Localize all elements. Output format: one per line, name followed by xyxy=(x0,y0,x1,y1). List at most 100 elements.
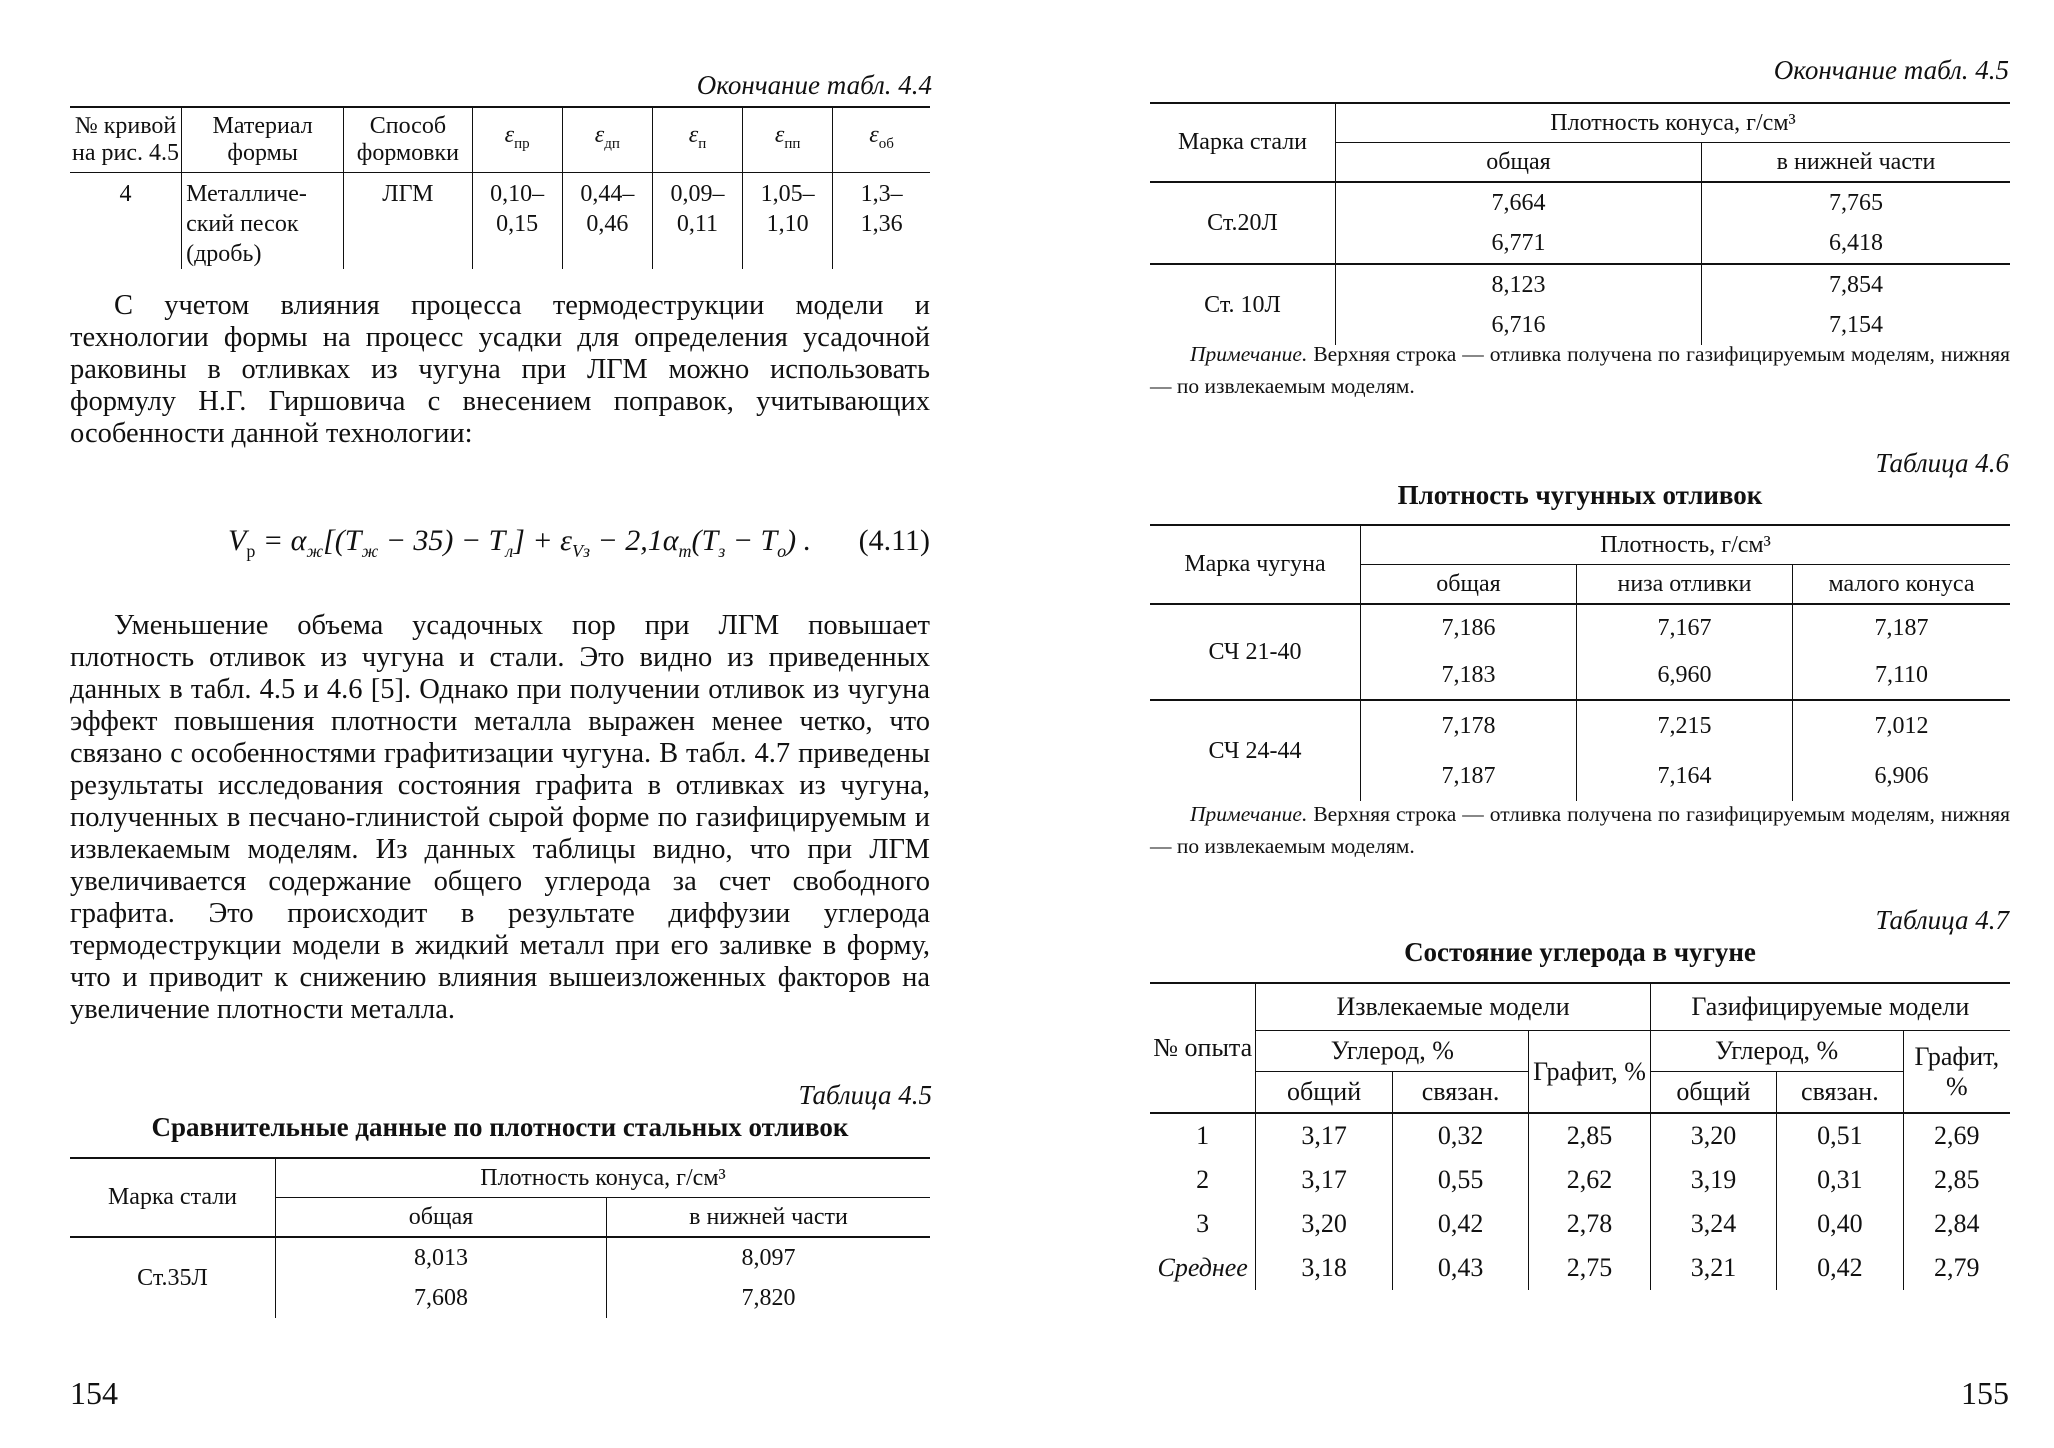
cell-lower-bottom: 6,418 xyxy=(1701,223,2010,265)
cell-no: 2 xyxy=(1150,1158,1257,1202)
cell-value: 2,84 xyxy=(1934,1209,1980,1238)
header-eps-dp: εдп xyxy=(562,106,653,173)
cell-eps-ob: 1,3–1,36 xyxy=(860,181,903,237)
header-experiment-no: № опыта xyxy=(1150,982,1257,1114)
cell-material: Металличе- ский песок (дробь) xyxy=(181,172,345,269)
table-row: 1 3,17 0,32 2,85 3,20 0,51 2,69 xyxy=(1150,1113,2010,1158)
table-row: 3 3,20 0,42 2,78 3,24 0,40 2,84 xyxy=(1150,1202,2010,1246)
cell-value: 0,32 xyxy=(1392,1113,1530,1158)
cell-bottom-bottom: 6,960 xyxy=(1576,652,1793,701)
table-4-7-label: Таблица 4.7 xyxy=(1875,905,2009,935)
table-row: Ст. 10Л 8,123 7,854 xyxy=(1150,264,2010,345)
cell-lower-top: 7,854 xyxy=(1829,271,1883,298)
header-carbon: Углерод, % xyxy=(1255,1030,1530,1072)
table-4-5-title: Сравнительные данные по плотности стальн… xyxy=(151,1112,849,1142)
header-carbon-bound: связан. xyxy=(1392,1071,1530,1114)
table-row: Среднее 3,18 0,43 2,75 3,21 0,42 2,79 xyxy=(1150,1246,2010,1290)
cell-value: 2,79 xyxy=(1934,1253,1980,1282)
cell-bottom-top: 7,215 xyxy=(1576,700,1793,751)
header-material: Материал формы xyxy=(181,106,345,173)
table-4-5: Марка стали Плотность конуса, г/см³ обща… xyxy=(70,1157,930,1318)
header-extractable-models: Извлекаемые модели xyxy=(1255,982,1651,1031)
cell-lower-top: 7,765 xyxy=(1829,189,1883,216)
cell-total-bottom: 7,187 xyxy=(1360,751,1577,801)
table-4-7-title: Состояние углерода в чугуне xyxy=(1404,937,1756,967)
continuation-4-4: Окончание табл. 4.4 xyxy=(696,70,932,100)
continuation-4-5: Окончание табл. 4.5 xyxy=(1773,55,2009,85)
cell-iron: СЧ 24-44 xyxy=(1150,700,1361,801)
header-bottom: низа отливки xyxy=(1576,564,1793,605)
header-graphite: Графит, % xyxy=(1528,1030,1651,1114)
cell-value: 0,42 xyxy=(1392,1202,1530,1246)
cell-total-bottom: 7,183 xyxy=(1360,652,1577,701)
table-row: Ст.20Л 7,664 7,765 xyxy=(1150,182,2010,265)
cell-steel: Ст.35Л xyxy=(70,1237,276,1318)
header-total: общая xyxy=(1360,564,1577,605)
page-number-left: 154 xyxy=(70,1375,118,1411)
table-row: 7,187 7,164 6,906 xyxy=(1150,751,2010,801)
table-row: 4 Металличе- ский песок (дробь) ЛГМ 0,10… xyxy=(70,172,930,269)
header-lower: в нижней части xyxy=(1701,142,2010,183)
cell-cone-top: 7,187 xyxy=(1874,615,1929,641)
formula-4-11: Vр = αж[(Tж − 35) − Tл] + εVз − 2,1αm(Tз… xyxy=(228,524,812,561)
cell-value: 3,21 xyxy=(1650,1246,1778,1290)
cell-value: 2,78 xyxy=(1528,1202,1651,1246)
header-density: Плотность конуса, г/см³ xyxy=(275,1157,930,1198)
cell-value: 3,20 xyxy=(1650,1113,1778,1158)
cell-value: 2,85 xyxy=(1528,1113,1651,1158)
cell-no: 3 xyxy=(1150,1202,1257,1246)
cell-no: 1 xyxy=(1150,1113,1257,1158)
cell-cone-bottom: 6,906 xyxy=(1874,762,1929,789)
cell-lower-top: 8,097 xyxy=(741,1244,796,1271)
table-row: СЧ 24-44 7,178 7,215 7,012 xyxy=(1150,700,2010,801)
header-curve: № кривой на рис. 4.5 xyxy=(70,106,183,173)
header-carbon-total: общий xyxy=(1255,1071,1393,1114)
cell-steel: Ст.20Л xyxy=(1150,182,1336,265)
header-iron-grade: Марка чугуна xyxy=(1150,524,1361,605)
cell-total-top: 8,013 xyxy=(275,1237,607,1278)
header-cone: малого конуса xyxy=(1792,564,2010,605)
header-carbon-total: общий xyxy=(1650,1071,1778,1114)
cell-value: 0,42 xyxy=(1776,1246,1904,1290)
cell-value: 2,75 xyxy=(1528,1246,1651,1290)
cell-total-top: 8,123 xyxy=(1335,264,1702,305)
header-steel-grade: Марка стали xyxy=(70,1157,276,1238)
table-4-6-title: Плотность чугунных отливок xyxy=(1397,480,1763,510)
formula-number: (4.11) xyxy=(858,524,930,557)
cell-total-bottom: 6,771 xyxy=(1335,223,1702,265)
table-4-7: № опыта Извлекаемые модели Газифицируемы… xyxy=(1150,982,2010,1290)
cell-average-label: Среднее xyxy=(1150,1246,1257,1290)
cell-bottom-top: 7,167 xyxy=(1576,604,1793,652)
cell-curve: 4 xyxy=(70,172,183,269)
cell-steel: Ст. 10Л xyxy=(1150,264,1336,345)
table-row: Ст.35Л 8,013 8,097 xyxy=(70,1237,930,1318)
cell-value: 0,31 xyxy=(1776,1158,1904,1202)
header-eps-pp: εпп xyxy=(742,106,834,173)
cell-value: 0,43 xyxy=(1392,1246,1530,1290)
header-eps-ob: εоб xyxy=(832,106,930,173)
cell-lower-bottom: 7,154 xyxy=(1829,311,1883,338)
table-row: 6,716 7,154 xyxy=(1150,305,2010,345)
cell-value: 3,18 xyxy=(1255,1246,1393,1290)
header-carbon: Углерод, % xyxy=(1650,1030,1904,1072)
cell-eps-pp: 1,05–1,10 xyxy=(742,172,834,269)
left-page: Окончание табл. 4.4 № кривой на рис. 4.5… xyxy=(70,70,932,1411)
table-4-5-end: Марка стали Плотность конуса, г/см³ обща… xyxy=(1150,102,2010,345)
cell-value: 3,20 xyxy=(1255,1202,1393,1246)
table-row: 7,183 6,960 7,110 xyxy=(1150,652,2010,701)
header-eps-pr: εпр xyxy=(472,106,563,173)
cell-eps-dp: 0,44–0,46 xyxy=(562,172,653,269)
header-total: общая xyxy=(1335,142,1702,183)
cell-iron: СЧ 21-40 xyxy=(1150,604,1361,701)
table-row: 2 3,17 0,55 2,62 3,19 0,31 2,85 xyxy=(1150,1158,2010,1202)
header-density: Плотность, г/см³ xyxy=(1360,524,2010,565)
note-table-4-6: Примечание. Верхняя строка — отливка пол… xyxy=(1150,802,2010,858)
cell-value: 3,24 xyxy=(1650,1202,1778,1246)
right-page: Окончание табл. 4.5 Марка стали Плотност… xyxy=(1100,0,2054,1448)
note-table-4-5: Примечание. Верхняя строка — отливка пол… xyxy=(1150,342,2010,398)
table-row: 6,771 6,418 xyxy=(1150,223,2010,265)
header-graphite: Графит, % xyxy=(1903,1030,2010,1114)
cell-eps-p: 0,09–0,11 xyxy=(652,172,744,269)
table-row: 7,608 7,820 xyxy=(70,1278,930,1318)
cell-cone-top: 7,012 xyxy=(1874,712,1929,739)
